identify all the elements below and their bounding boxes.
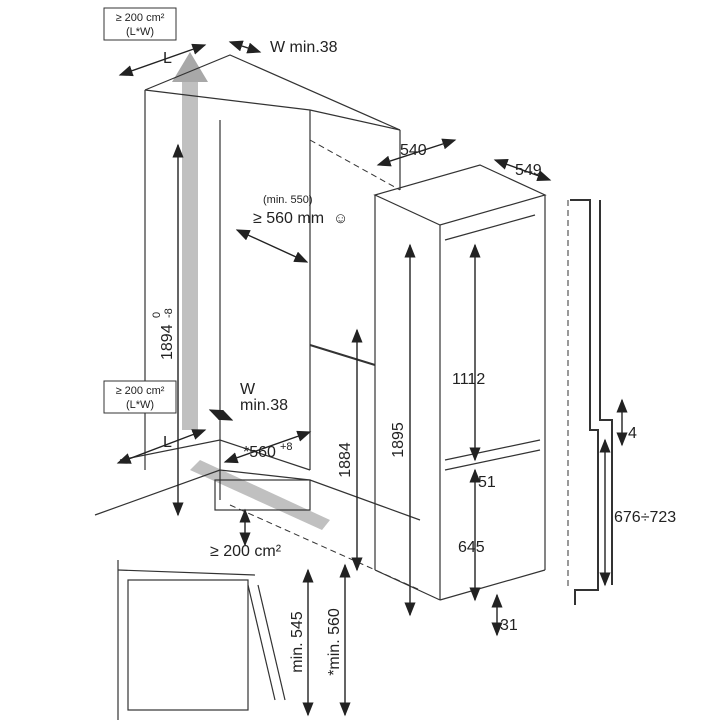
min-560: *min. 560 xyxy=(326,608,343,676)
niche-height-tol-minus: -8 xyxy=(163,308,175,318)
detail-inset xyxy=(117,560,286,720)
height-1895: 1895 xyxy=(390,422,407,458)
smiley-icon: ☺ xyxy=(333,210,348,227)
niche-depth: ≥ 560 mm xyxy=(253,210,324,227)
niche-width: *560 xyxy=(243,444,276,461)
height-1884: 1884 xyxy=(337,442,354,478)
gap-4: 4 xyxy=(628,425,637,442)
vent-top-label-box xyxy=(103,7,177,41)
niche-height: 1894 xyxy=(159,324,176,360)
vent-mid-W-min: min.38 xyxy=(240,397,288,414)
freezer-645: 645 xyxy=(458,539,485,556)
vent-mid-L: L xyxy=(163,434,172,451)
vent-mid-W: W xyxy=(240,381,256,398)
fridge-1112: 1112 xyxy=(452,371,485,388)
width-540: 540 xyxy=(400,142,427,159)
niche-width-tol: +8 xyxy=(280,441,293,453)
vent-top-formula: (L*W) xyxy=(126,26,154,38)
gap-51: 51 xyxy=(478,474,496,491)
bottom-31: 31 xyxy=(500,617,518,634)
niche-height-tol-plus: 0 xyxy=(151,312,163,318)
fridge-appliance xyxy=(373,164,547,601)
niche-depth-min: (min. 550) xyxy=(263,194,313,206)
vent-mid-area: ≥ 200 cm² xyxy=(116,385,165,397)
door-range: 676÷723 xyxy=(614,509,676,526)
depth-549: 549 xyxy=(515,162,542,179)
min-545: min. 545 xyxy=(289,611,306,672)
vent-top-area: ≥ 200 cm² xyxy=(116,12,165,24)
niche-cabinet xyxy=(94,54,421,591)
door-side-profile xyxy=(567,199,613,605)
vent-top-L: L xyxy=(163,50,172,67)
vent-mid-formula: (L*W) xyxy=(126,399,154,411)
vent-top-W: W min.38 xyxy=(270,39,338,56)
vent-mid-label-box xyxy=(103,380,177,414)
vent-bottom-area: ≥ 200 cm² xyxy=(210,543,282,560)
